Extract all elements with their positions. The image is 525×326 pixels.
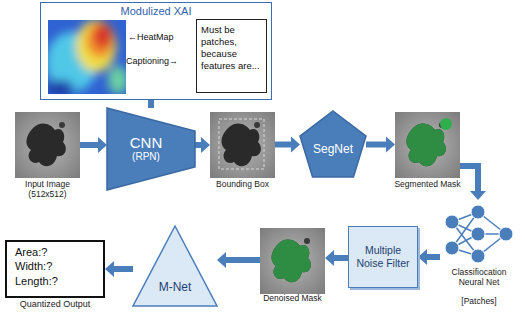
bounding-box-scan — [210, 112, 275, 178]
flow-arrow — [366, 137, 395, 153]
heatmap-image — [48, 20, 126, 94]
arrow-shaft — [366, 142, 386, 148]
patches-note: [Patches] — [440, 296, 518, 306]
image-label: Segmented Mask — [387, 180, 468, 190]
flow-arrow — [80, 137, 107, 153]
image-label: Bounding Box — [202, 180, 283, 190]
caption-box: Must be patches, because features are... — [196, 19, 267, 93]
arrow-shaft — [80, 142, 98, 148]
heatmap-pointer: ←HeatMap — [128, 32, 174, 42]
filter-name: Multiple Noise Filter — [352, 244, 414, 269]
mnet-triangle: M-Net — [133, 226, 217, 306]
noise-filter-box: Multiple Noise Filter — [348, 226, 418, 288]
network-name: CNN — [130, 135, 163, 152]
arrow-head — [470, 191, 486, 200]
arrow-shaft — [334, 255, 348, 261]
arrow-shaft — [226, 257, 260, 263]
flow-arrow — [275, 137, 300, 153]
flow-arrow — [195, 137, 210, 153]
arrow-head — [98, 137, 107, 153]
classification-net: Classifiocation Neural Net [Patches] — [440, 200, 518, 306]
xai-panel: Modulized XAI Must be patches, because fe… — [40, 2, 272, 100]
segmented-mask-image: Segmented Mask — [395, 112, 460, 178]
arrow-shaft — [460, 166, 478, 191]
arrow-shaft — [427, 254, 440, 260]
arrow-head — [217, 252, 226, 268]
cnn-trapezoid: CNN(RPN) — [107, 108, 195, 190]
network-name: M-Net — [159, 280, 192, 294]
output-label: Quantized Output — [5, 299, 105, 309]
output-values: Area:? Width:? Length:? — [15, 245, 75, 288]
bounding-box-image: Bounding Box — [210, 112, 275, 178]
outline-shape — [133, 226, 217, 306]
arrow-head — [386, 137, 395, 153]
network-icon — [445, 205, 513, 263]
panel-title: Modulized XAI — [41, 5, 271, 17]
input-image: Input Image (512x512) — [15, 112, 80, 178]
flow-arrow — [460, 166, 486, 200]
denoised-scan — [260, 228, 325, 294]
segmented-scan — [395, 112, 460, 178]
caption-text: Must be patches, because features are... — [201, 24, 262, 72]
output-box: Area:? Width:? Length:?Quantized Output — [5, 240, 105, 298]
arrow-shaft — [114, 266, 133, 272]
network-name: Classifiocation Neural Net — [440, 268, 518, 288]
input-scan — [15, 112, 80, 178]
flow-arrow — [418, 249, 440, 265]
arrow-head — [201, 137, 210, 153]
arrow-head — [418, 249, 427, 265]
flow-arrow — [105, 261, 133, 277]
outline-shape — [300, 111, 366, 177]
flow-arrow — [325, 250, 348, 266]
caption-pointer: Captioning→ — [126, 56, 178, 66]
segnet-pentagon: SegNet — [300, 111, 366, 177]
denoised-mask-image: Denoised Mask — [260, 228, 325, 292]
arrow-shaft — [148, 100, 154, 108]
image-label: Denoised Mask — [252, 294, 333, 304]
arrow-shaft — [195, 142, 201, 148]
arrow-shaft — [275, 142, 291, 148]
image-label: Input Image (512x512) — [7, 180, 88, 200]
flow-arrow — [217, 252, 260, 268]
arrow-head — [105, 261, 114, 277]
outline-shape — [107, 108, 195, 190]
network-name: SegNet — [313, 142, 353, 156]
arrow-head — [291, 137, 300, 153]
node-outline — [133, 226, 217, 306]
network-subname: (RPN) — [132, 151, 160, 163]
flow-arrow — [151, 100, 152, 108]
arrow-head — [325, 250, 334, 266]
